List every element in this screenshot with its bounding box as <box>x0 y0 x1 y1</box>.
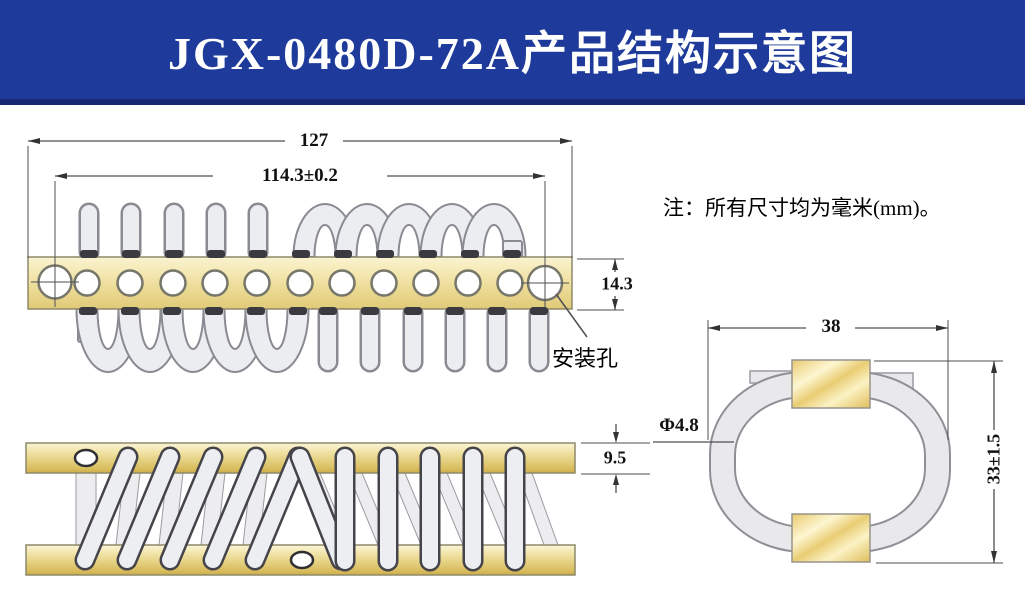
clamp-block-bottom <box>791 513 871 563</box>
coil-upper-arches <box>292 203 527 260</box>
units-note: 注：所有尺寸均为毫米(mm)。 <box>663 196 941 220</box>
dim-end-width: 38 <box>821 316 841 337</box>
side-front-strands <box>74 446 526 572</box>
coil-lower-strands <box>317 302 550 373</box>
small-holes <box>73 269 524 297</box>
dim-hole-span: 114.3±0.2 <box>262 165 338 186</box>
title-banner: JGX-0480D-72A产品结构示意图 <box>0 0 1025 105</box>
top-view-dimensions <box>27 138 624 338</box>
dim-bar-thickness: 9.5 <box>603 447 627 468</box>
top-view <box>27 138 624 373</box>
end-view <box>653 320 1003 564</box>
coil-lower-arches <box>75 308 310 373</box>
side-view-dimensions <box>581 424 650 493</box>
side-view <box>25 424 650 576</box>
dim-wire-diameter: Φ4.8 <box>659 415 699 436</box>
side-top-hole <box>73 448 99 468</box>
wire-nubs <box>79 250 548 315</box>
dim-bar-width: 14.3 <box>601 273 633 294</box>
side-bottom-hole <box>289 550 315 570</box>
clamp-block-top <box>791 359 871 409</box>
coil-upper-strands <box>78 202 269 263</box>
wire-loop-inner <box>734 396 926 528</box>
top-view-bar <box>27 256 573 310</box>
end-view-dimensions <box>653 320 1003 564</box>
dim-overall-length: 127 <box>299 130 329 151</box>
page-title: JGX-0480D-72A产品结构示意图 <box>167 27 858 79</box>
dim-end-height: 33±1.5 <box>983 433 1004 485</box>
mounting-hole-label: 安装孔 <box>552 346 619 371</box>
